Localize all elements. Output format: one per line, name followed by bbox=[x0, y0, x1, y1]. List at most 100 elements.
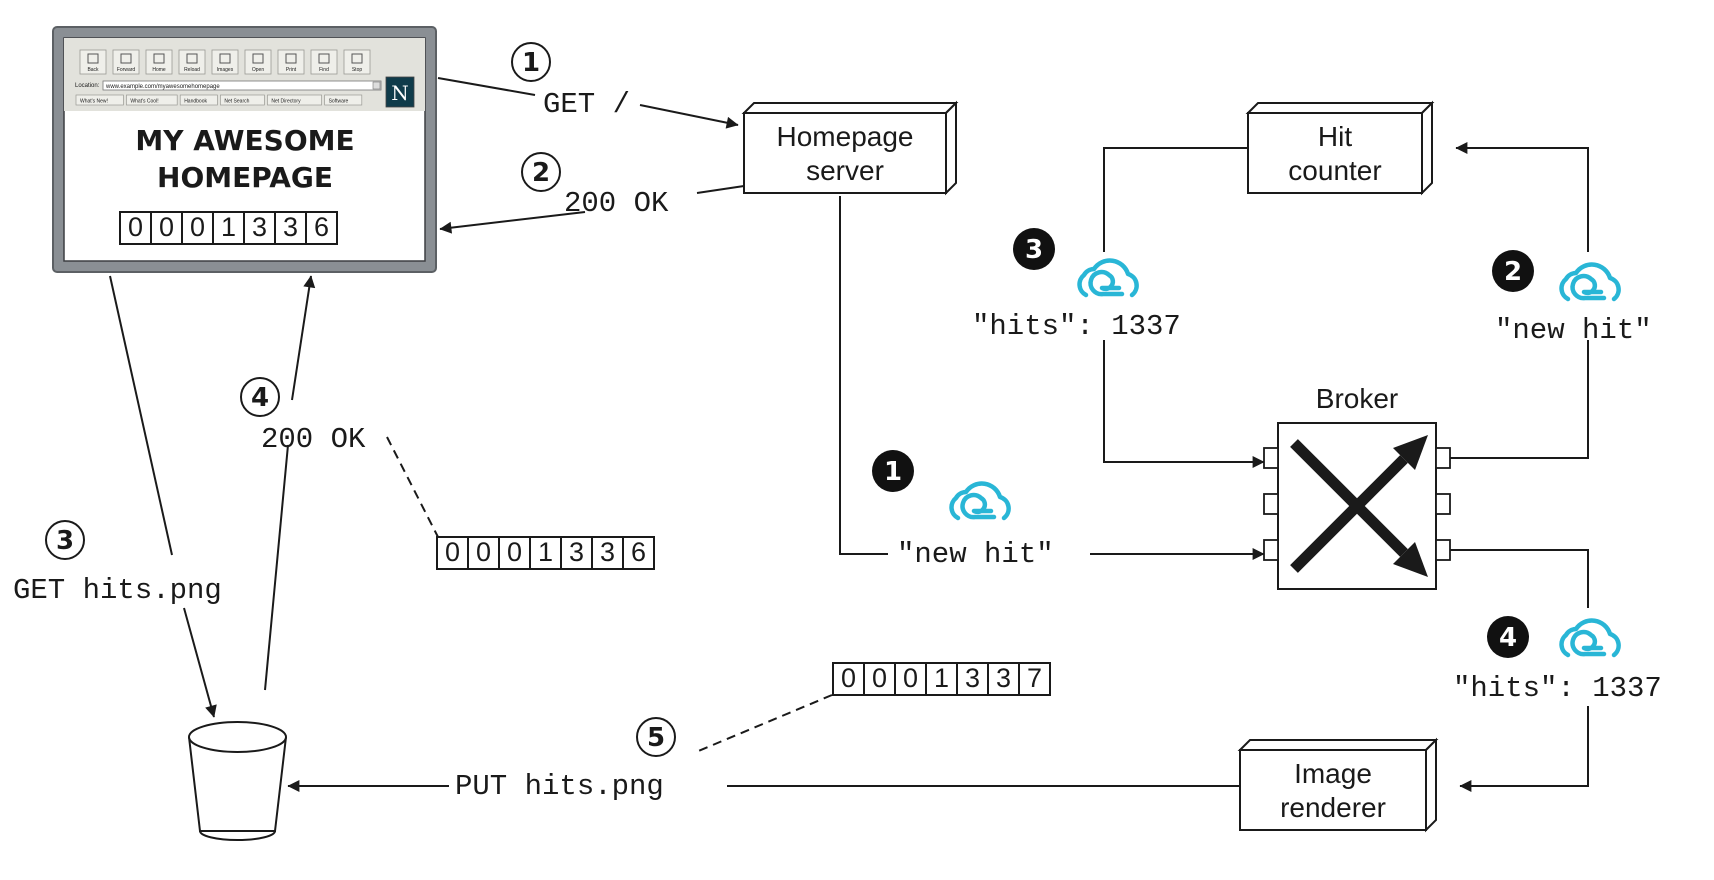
counter-digit: 0 bbox=[128, 212, 143, 242]
right-flow-connectors bbox=[839, 142, 1589, 792]
toolbar-button-home[interactable]: Home bbox=[145, 49, 173, 75]
counter-digit-box bbox=[212, 211, 245, 245]
svg-text:Back: Back bbox=[87, 67, 99, 73]
counter-digit-box bbox=[150, 211, 183, 245]
message-2-new-hit: 2 "new hit" bbox=[1492, 250, 1652, 347]
bookmark-button[interactable]: What's New! bbox=[75, 94, 124, 106]
home-icon bbox=[153, 53, 165, 64]
step-3-get-image: 3 GET hits.png bbox=[13, 520, 222, 607]
cloud-event-icon bbox=[952, 484, 1009, 518]
bookmark-button[interactable]: Net Search bbox=[220, 94, 265, 106]
counter-digit: 7 bbox=[1027, 663, 1042, 693]
counter-digit: 3 bbox=[283, 212, 298, 242]
location-dropdown[interactable] bbox=[372, 81, 381, 90]
step-3-number: 3 bbox=[56, 526, 74, 556]
left-flow-connectors bbox=[109, 77, 1240, 792]
step-5-label: PUT hits.png bbox=[455, 770, 664, 803]
svg-text:Net Directory: Net Directory bbox=[271, 99, 301, 105]
bookmark-button[interactable]: Handbook bbox=[179, 94, 218, 106]
browser-bookmark-bar: What's New! What's Cool! Handbook Net Searc… bbox=[75, 94, 363, 106]
message-3-label: "hits": 1337 bbox=[972, 310, 1181, 343]
counter-digit: 3 bbox=[252, 212, 267, 242]
images-icon bbox=[219, 53, 231, 64]
step-1-label: GET / bbox=[543, 88, 630, 121]
counter-digit-box bbox=[1018, 662, 1051, 696]
location-field[interactable] bbox=[102, 80, 382, 91]
broker-label: Broker bbox=[1316, 383, 1398, 414]
counter-digit: 0 bbox=[841, 663, 856, 693]
homepage-server-label-line1: Homepage bbox=[777, 121, 914, 152]
counter-digit: 0 bbox=[476, 537, 491, 567]
svg-text:Stop: Stop bbox=[352, 67, 363, 73]
message-2-label: "new hit" bbox=[1495, 314, 1652, 347]
step-2-ok-response: 2 200 OK bbox=[521, 152, 669, 220]
back-icon bbox=[87, 53, 99, 64]
counter-digit-box bbox=[467, 536, 500, 570]
toolbar-button-forward[interactable]: Forward bbox=[112, 49, 140, 75]
location-label: Location: bbox=[75, 83, 100, 89]
hit-counter-label-line1: Hit bbox=[1318, 121, 1352, 152]
bookmark-button[interactable]: What's Cool! bbox=[126, 94, 178, 106]
reload-icon bbox=[186, 53, 198, 64]
step-1-number: 1 bbox=[522, 48, 540, 78]
hit-counter-label-line2: counter bbox=[1288, 155, 1381, 186]
browser-logo-icon: N bbox=[385, 76, 415, 108]
location-url: www.example.com/myawesomehomepage bbox=[105, 84, 220, 90]
cloud-event-icon bbox=[1080, 261, 1137, 295]
image-renderer-label-line2: renderer bbox=[1280, 792, 1386, 823]
hit-counter-node: Hit counter bbox=[1245, 100, 1435, 196]
counter-digit: 3 bbox=[569, 537, 584, 567]
cloud-event-icon bbox=[1562, 621, 1619, 655]
svg-text:Handbook: Handbook bbox=[184, 99, 207, 105]
counter-digit-box bbox=[832, 662, 865, 696]
message-4-hits-count: 4 "hits": 1337 bbox=[1453, 616, 1662, 705]
counter-digit: 0 bbox=[445, 537, 460, 567]
svg-text:Images: Images bbox=[217, 67, 234, 73]
svg-text:Print: Print bbox=[286, 67, 297, 73]
image-renderer-label-line1: Image bbox=[1294, 758, 1372, 789]
message-2-number: 2 bbox=[1504, 257, 1522, 287]
toolbar-button-stop[interactable]: Stop bbox=[343, 49, 371, 75]
svg-text:Open: Open bbox=[252, 67, 264, 73]
svg-text:N: N bbox=[391, 81, 409, 105]
counter-digit: 0 bbox=[190, 212, 205, 242]
stop-icon bbox=[351, 53, 363, 64]
counter-digit-box bbox=[591, 536, 624, 570]
print-icon bbox=[285, 53, 297, 64]
svg-text:What's New!: What's New! bbox=[80, 99, 108, 105]
counter-digit-box bbox=[529, 536, 562, 570]
forward-icon bbox=[120, 53, 132, 64]
step-2-number: 2 bbox=[532, 158, 550, 188]
step-2-label: 200 OK bbox=[564, 187, 669, 220]
bookmark-button[interactable]: Net Directory bbox=[267, 94, 322, 106]
counter-digit-box bbox=[622, 536, 655, 570]
toolbar-button-print[interactable]: Print bbox=[277, 49, 305, 75]
step-4-image-response: 4 200 OK bbox=[240, 377, 366, 456]
step-5-number: 5 bbox=[647, 723, 665, 753]
toolbar-button-back[interactable]: Back bbox=[79, 49, 107, 75]
svg-text:Forward: Forward bbox=[117, 67, 136, 73]
toolbar-button-find[interactable]: Find bbox=[310, 49, 338, 75]
message-1-label: "new hit" bbox=[897, 538, 1054, 571]
homepage-server-label-line2: server bbox=[806, 155, 884, 186]
counter-digit-box bbox=[560, 536, 593, 570]
counter-digit: 1 bbox=[934, 663, 949, 693]
cloud-event-icon bbox=[1562, 265, 1619, 299]
toolbar-button-reload[interactable]: Reload bbox=[178, 49, 206, 75]
toolbar-button-images[interactable]: Images bbox=[211, 49, 239, 75]
counter-digit: 3 bbox=[600, 537, 615, 567]
svg-text:Reload: Reload bbox=[184, 67, 200, 73]
toolbar-button-open[interactable]: Open bbox=[244, 49, 272, 75]
crossed-arrows-icon bbox=[1290, 435, 1428, 577]
counter-digit-box bbox=[436, 536, 469, 570]
image-renderer-node: Image renderer bbox=[1237, 737, 1439, 833]
message-4-label: "hits": 1337 bbox=[1453, 672, 1662, 705]
svg-text:What's Cool!: What's Cool! bbox=[130, 99, 158, 105]
page-title-line2: HOMEPAGE bbox=[157, 161, 333, 194]
bookmark-button[interactable]: Software bbox=[324, 94, 363, 106]
step-1-get-request: 1 GET / bbox=[511, 42, 630, 121]
